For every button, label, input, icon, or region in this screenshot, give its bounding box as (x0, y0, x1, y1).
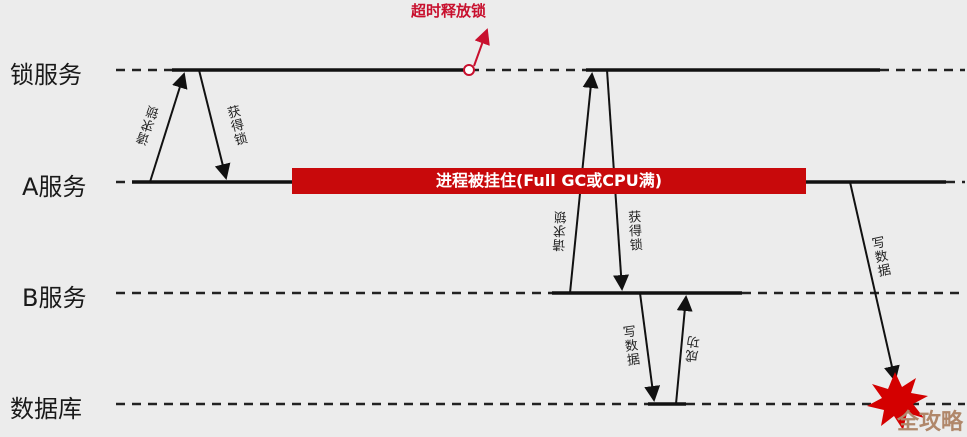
lane-label-service-b: B服务 (22, 284, 87, 312)
lane-label-service-a: A服务 (22, 173, 87, 201)
process-suspended-bar: 进程被挂住(Full GC或CPU满) (292, 168, 806, 194)
watermark: 全攻略 (897, 410, 964, 435)
msg-db-success: 成功 (685, 334, 704, 364)
explosion-icon (867, 372, 928, 430)
lane-label-lock-service: 锁服务 (10, 61, 82, 89)
msg-b-request-lock: 请求锁 (552, 209, 571, 253)
timeout-release-label: 超时释放锁 (411, 2, 487, 20)
lane-label-database: 数据库 (10, 395, 82, 423)
timeout-point-icon (463, 64, 475, 76)
msg-b-acquire-lock: 获得锁 (624, 209, 643, 253)
